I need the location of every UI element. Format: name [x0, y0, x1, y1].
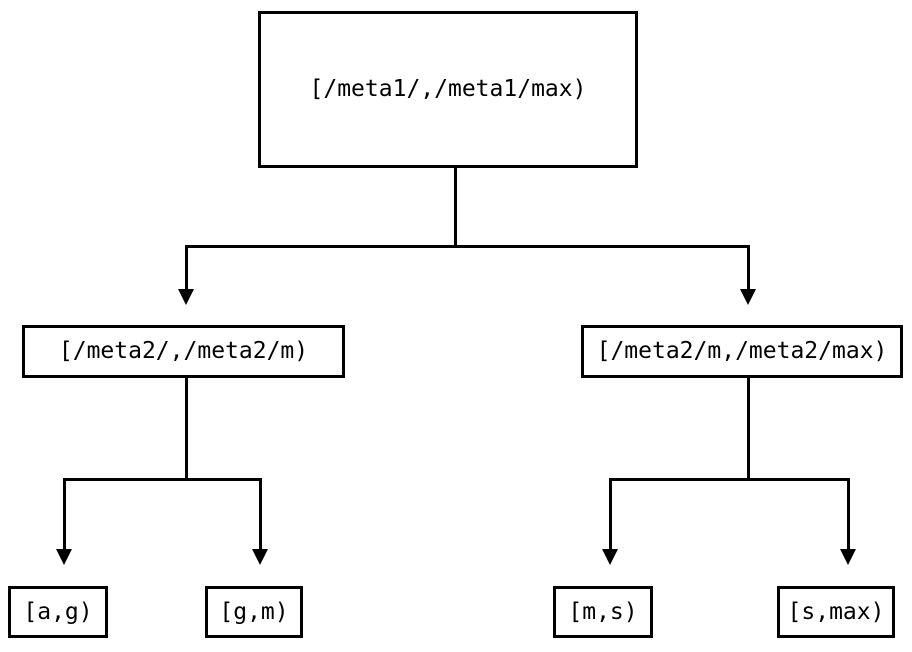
node-leaf-3-label: [m,s) [568, 598, 638, 625]
arrowhead-leaf-3-icon [602, 549, 618, 565]
arrowhead-leaf-2-icon [252, 549, 268, 565]
edge-root-to-mid-right [747, 245, 750, 291]
arrowhead-mid-left-icon [178, 289, 194, 305]
node-mid-right[interactable]: [/meta2/m,/meta2/max) [581, 325, 903, 378]
node-root-label: [/meta1/,/meta1/max) [309, 76, 587, 102]
edge-mid-right-to-leaf-4 [847, 478, 850, 550]
edge-root-stem [454, 168, 457, 248]
edge-mid-left-to-leaf-1 [63, 478, 66, 550]
node-leaf-1[interactable]: [a,g) [8, 586, 108, 638]
edge-mid-right-stem [747, 378, 750, 481]
node-mid-left[interactable]: [/meta2/,/meta2/m) [22, 325, 345, 378]
arrowhead-mid-right-icon [740, 289, 756, 305]
edge-mid-right-bar [609, 478, 850, 481]
node-leaf-2[interactable]: [g,m) [205, 586, 303, 638]
edge-root-bar [185, 245, 750, 248]
node-leaf-4[interactable]: [s,max) [777, 586, 895, 638]
node-mid-right-label: [/meta2/m,/meta2/max) [596, 338, 888, 364]
edge-mid-left-bar [63, 478, 262, 481]
node-leaf-1-label: [a,g) [23, 598, 93, 625]
edge-root-to-mid-left [185, 245, 188, 291]
edge-mid-left-to-leaf-2 [259, 478, 262, 550]
edge-mid-left-stem [185, 378, 188, 481]
node-leaf-2-label: [g,m) [219, 598, 289, 625]
node-root[interactable]: [/meta1/,/meta1/max) [258, 11, 638, 168]
node-mid-left-label: [/meta2/,/meta2/m) [58, 338, 309, 364]
arrowhead-leaf-1-icon [56, 549, 72, 565]
node-leaf-3[interactable]: [m,s) [553, 586, 653, 638]
edge-mid-right-to-leaf-3 [609, 478, 612, 550]
arrowhead-leaf-4-icon [840, 549, 856, 565]
node-leaf-4-label: [s,max) [787, 598, 885, 625]
